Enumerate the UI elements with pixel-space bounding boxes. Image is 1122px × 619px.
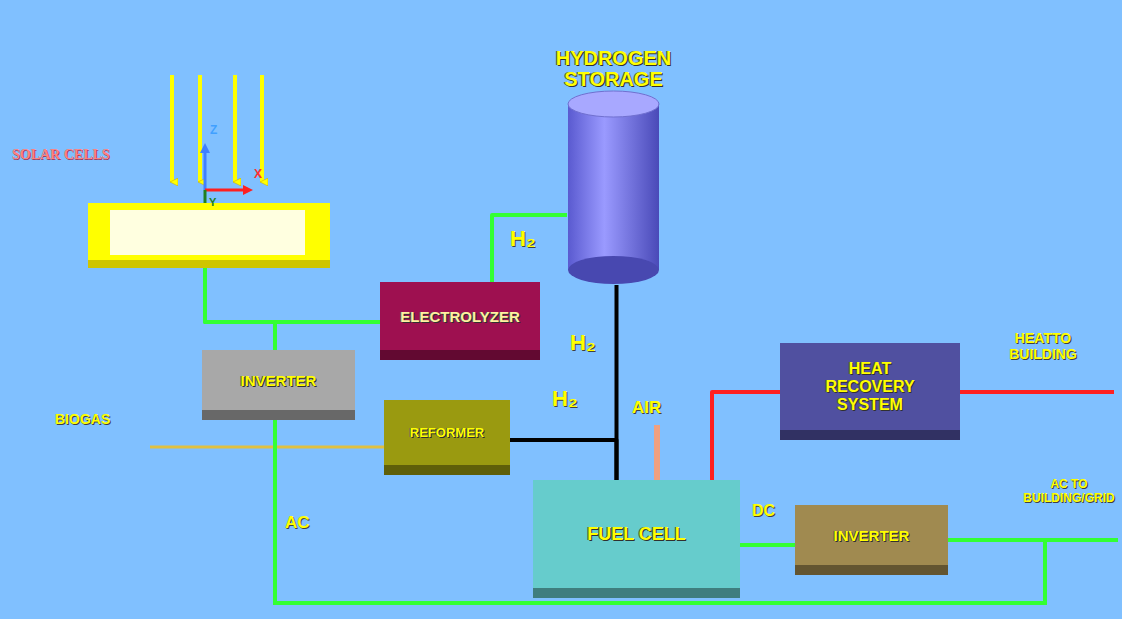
process-box: ELECTROLYZER [380,282,540,360]
air-pipe [654,425,660,483]
flow-label: DC [752,502,775,520]
wire-label: AC [285,513,310,533]
ac-output-wire [946,538,1118,542]
flow-label: H₂ [552,386,578,411]
axis-letter: Y [209,196,216,209]
pipe-connector [205,268,275,350]
axis-letter: X [254,168,262,182]
input-label: AIR [632,398,661,418]
process-box: INVERTER [202,350,355,420]
input-label: BIOGAS [55,411,110,427]
output-label: AC TO BUILDING/GRID [1020,478,1118,506]
node-heading: HYDROGEN STORAGE [507,48,720,90]
heat-pipe [958,390,1114,394]
box-label: REFORMER [410,425,484,440]
box-label: HEAT RECOVERY SYSTEM [810,360,930,414]
box-label: INVERTER [834,527,910,544]
panel-face [110,210,305,255]
output-label: HEATTO BUILDING [988,330,1098,362]
sun-rays [172,75,262,182]
solar-panel: SOLAR CELLS [88,203,330,268]
process-box: HEAT RECOVERY SYSTEM [780,343,960,440]
process-box: FUEL CELL [533,480,740,598]
pipe-connector [205,268,380,322]
pipe-connector [492,215,567,282]
process-box: REFORMER [384,400,510,475]
pipe-connector [712,392,780,480]
hydrogen-tank: HYDROGEN STORAGE [567,90,660,285]
pipe-connector [510,440,617,480]
box-label: ELECTROLYZER [400,308,519,325]
flow-label: H₂ [510,226,536,251]
node-heading: SOLAR CELLS [12,147,110,163]
biogas-pipe [150,446,386,449]
process-box: INVERTER [795,505,948,575]
pipe-connector [740,543,795,547]
axis-letter: Z [210,124,217,138]
flow-label: H₂ [570,330,596,355]
box-label: FUEL CELL [587,524,686,545]
tank-outline [567,90,660,285]
box-label: INVERTER [241,372,317,389]
